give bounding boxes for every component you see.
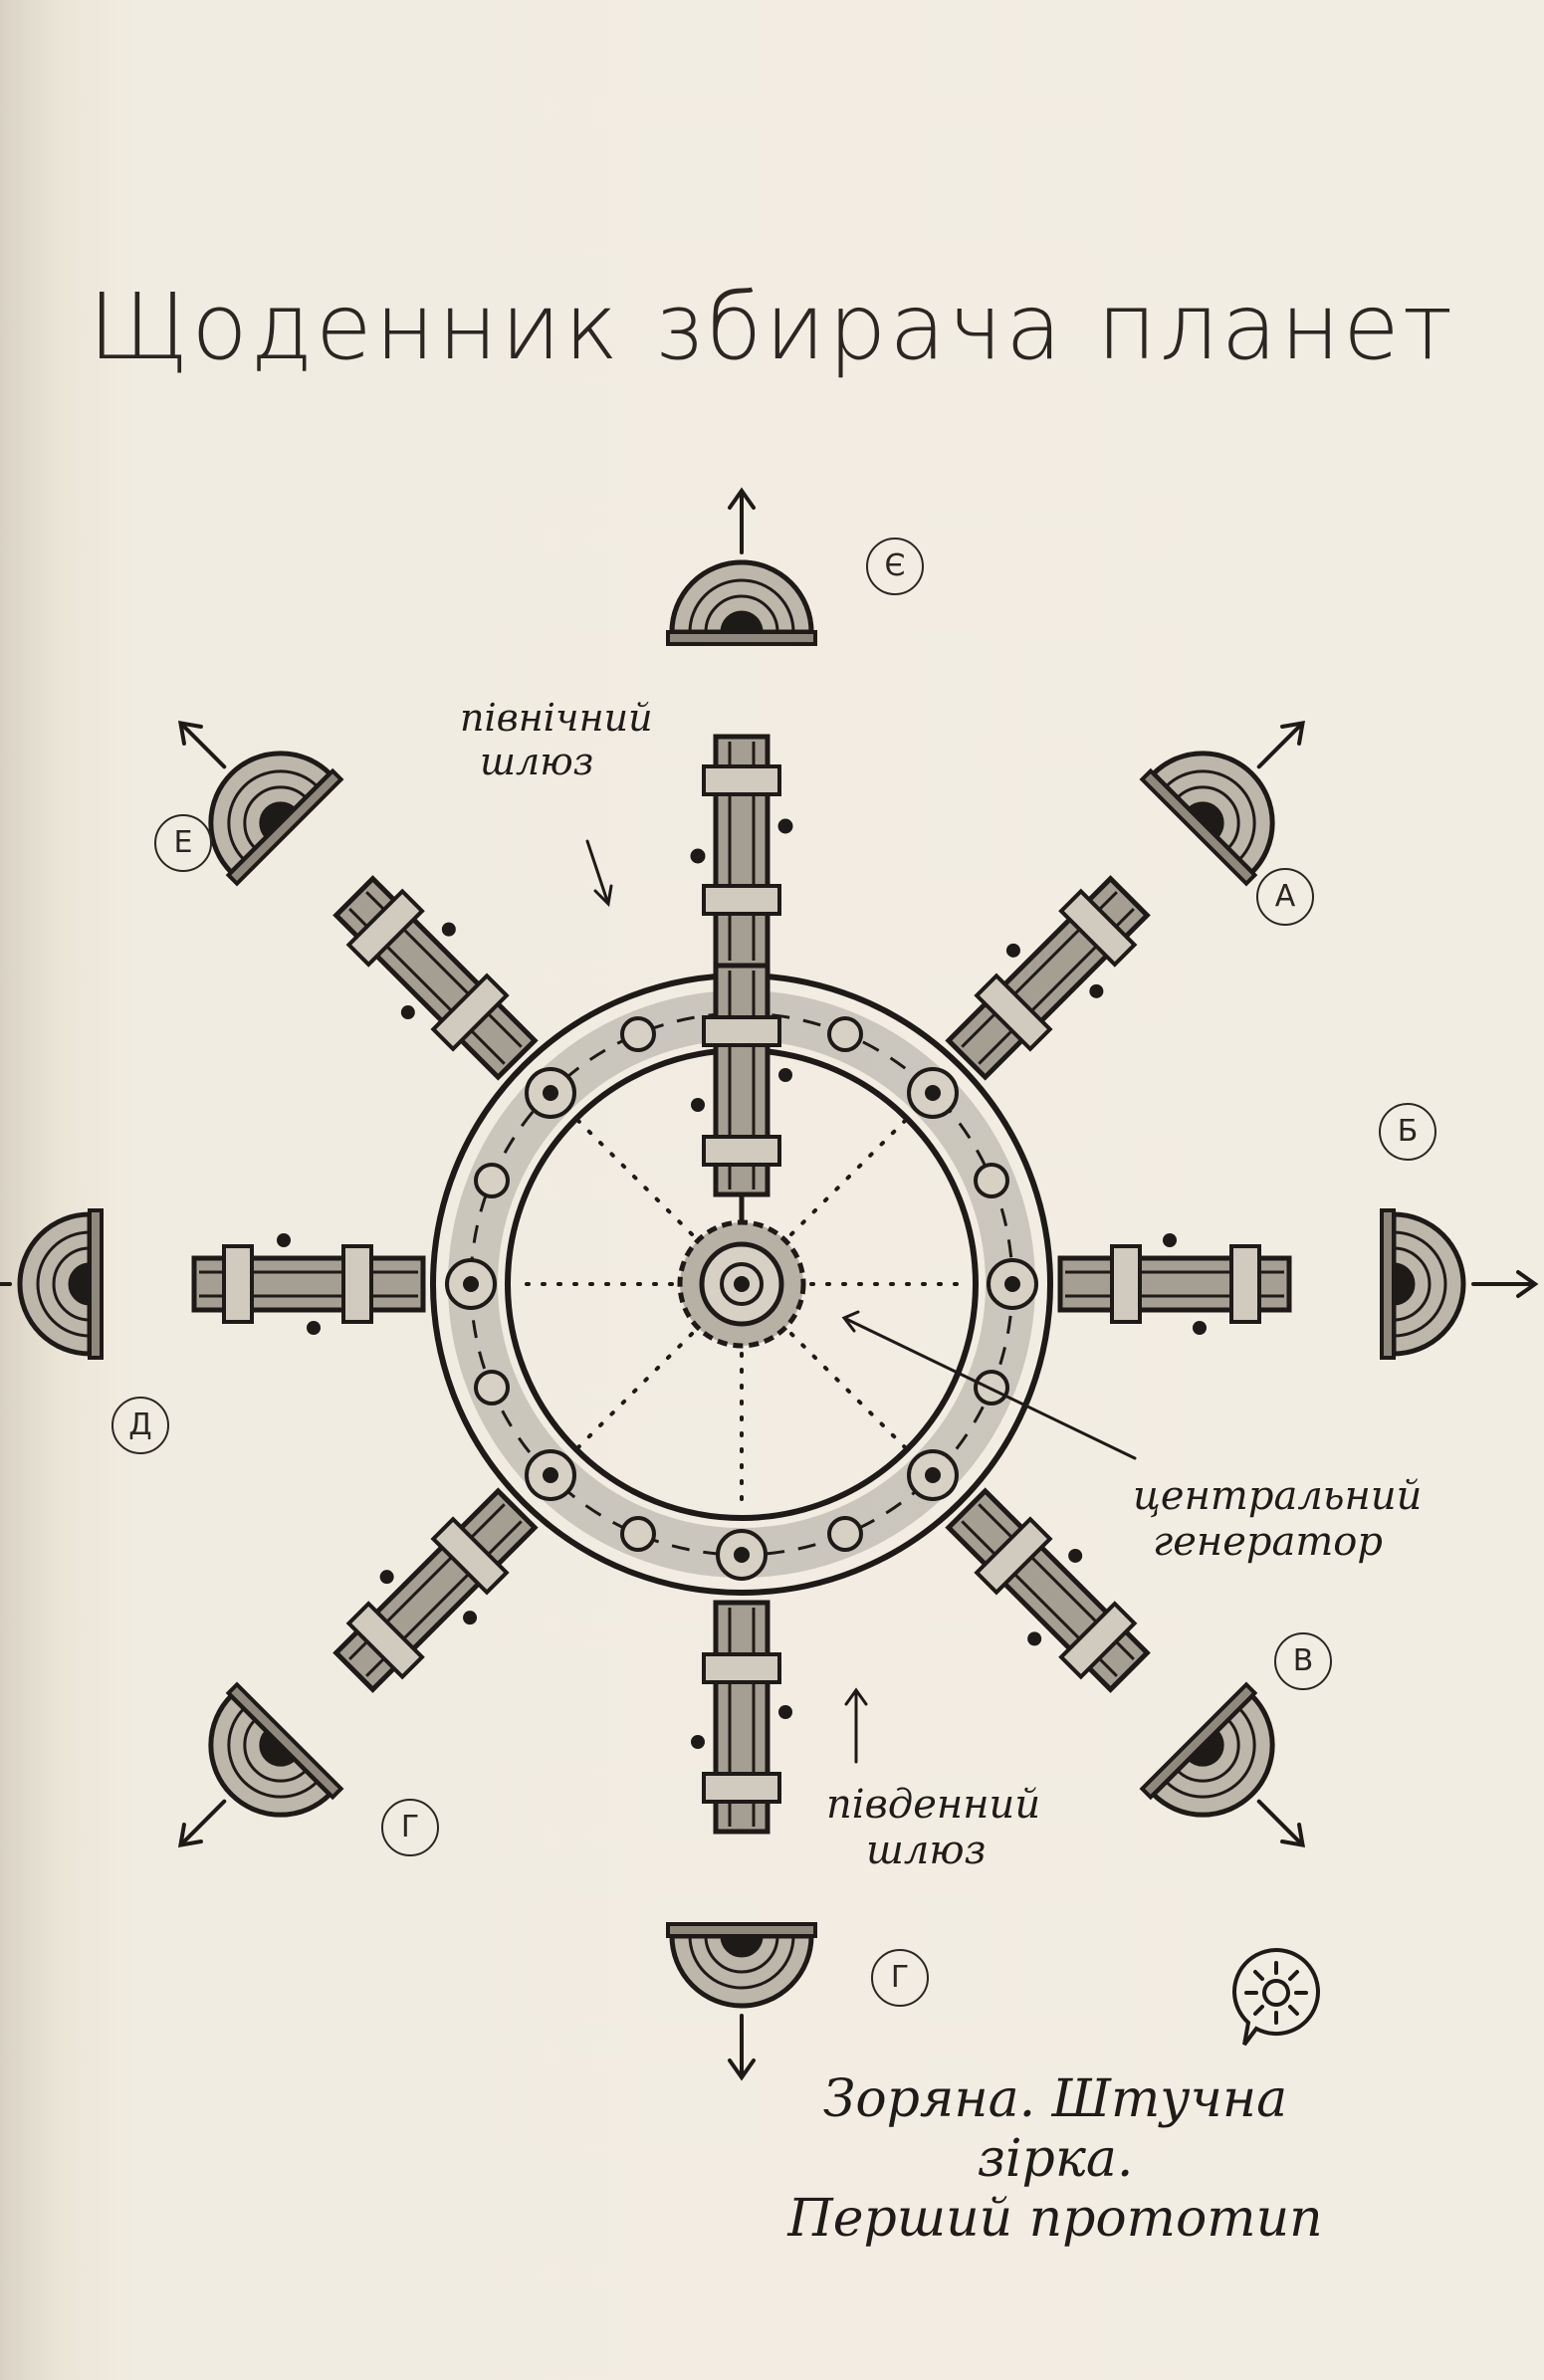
south-lock-label-line2: шлюз bbox=[866, 1828, 987, 1873]
caption-line1: Зоряна. Штучна зірка. bbox=[822, 2069, 1288, 2189]
central-generator-label-line2: генератор bbox=[1153, 1519, 1383, 1565]
module-letter-bottom-right: В bbox=[1274, 1632, 1332, 1690]
module-letter-top: Є bbox=[866, 538, 924, 595]
module-letter-bottom-left: Г bbox=[381, 1799, 439, 1856]
module-letter-left: Д bbox=[111, 1397, 169, 1454]
south-lock-label-line1: південний bbox=[826, 1782, 1041, 1828]
module-letter-top-right: А bbox=[1256, 868, 1314, 926]
page-title: Щоденник збирача планет bbox=[88, 274, 1456, 380]
module-letter-top-left: Е bbox=[154, 814, 212, 872]
central-generator bbox=[677, 1165, 806, 1349]
central-generator-label-line1: центральний bbox=[1133, 1473, 1423, 1519]
station-ring bbox=[430, 562, 1053, 1596]
central-generator-label: центральний генератор bbox=[1133, 1473, 1422, 1565]
north-lock-label-line1: північний bbox=[460, 696, 653, 740]
sun-icon bbox=[1231, 1948, 1320, 2047]
module-letter-right: Б bbox=[1379, 1103, 1436, 1161]
north-lock-label-line2: шлюз bbox=[480, 739, 594, 783]
illustration-caption: Зоряна. Штучна зірка. Перший прототип bbox=[757, 2069, 1354, 2249]
module-letter-bottom: Г bbox=[871, 1949, 929, 2007]
north-lock-label: північний шлюз bbox=[460, 696, 653, 783]
south-lock-label: південний шлюз bbox=[826, 1782, 1040, 1873]
caption-line2: Перший прототип bbox=[787, 2188, 1323, 2249]
